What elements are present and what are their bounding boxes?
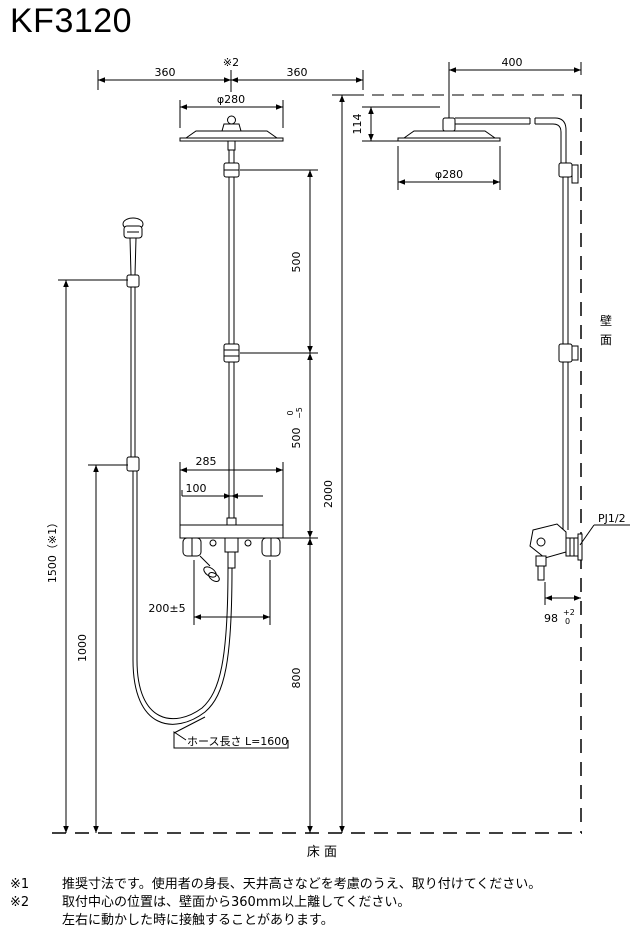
dim-98: 98	[544, 612, 558, 625]
technical-drawing: ※2 360 360 φ280 500 500 0 −5 285 100 200…	[46, 56, 630, 860]
pipe-thread: PJ1/2	[598, 512, 626, 525]
dim-200: 200±5	[148, 602, 185, 615]
note-2-text: 取付中心の位置は、壁面から360mm以上離してください。	[62, 895, 411, 910]
dim-800: 800	[290, 668, 303, 689]
hand-shower	[122, 217, 144, 288]
floor-label: 床 面	[307, 845, 337, 860]
tol-98-lower: 0	[565, 617, 570, 626]
dim-100: 100	[186, 482, 207, 495]
dim-left-360: 360	[155, 66, 176, 79]
mixer-side-view	[529, 523, 583, 581]
head-diameter-side: φ280	[435, 168, 463, 181]
riser-pipe	[223, 150, 240, 520]
note-3-text: 左右に動かした時に接触することがあります。	[62, 913, 334, 928]
note-1-mark: ※1	[10, 877, 30, 892]
side-view	[362, 62, 630, 833]
dim-1500: 1500（※1）	[46, 517, 59, 583]
front-view	[58, 70, 364, 833]
hose-length: ホース長さ L=1600	[187, 735, 288, 748]
dim-400: 400	[502, 56, 523, 69]
wall-label-1: 壁	[600, 313, 612, 328]
note-2-mark: ※2	[10, 895, 30, 910]
tol-98-upper: +2	[563, 608, 575, 617]
shower-hose	[132, 471, 233, 725]
dim-500-upper: 500	[290, 252, 303, 273]
head-diameter-front: φ280	[217, 93, 245, 106]
dim-114: 114	[351, 114, 364, 135]
dim-285: 285	[196, 455, 217, 468]
dim-1000: 1000	[76, 634, 89, 662]
note-1-text: 推奨寸法です。使用者の身長、天井高さなどを考慮のうえ、取り付けてください。	[62, 877, 542, 892]
overhead-shower-head	[179, 115, 284, 151]
tol-lower: −5	[295, 407, 304, 419]
tol-upper: 0	[286, 410, 295, 415]
note2-mark: ※2	[223, 56, 239, 69]
page-title: KF3120	[10, 2, 133, 40]
dim-2000: 2000	[322, 480, 335, 508]
dim-500-lower: 500	[290, 428, 303, 449]
dim-right-360: 360	[287, 66, 308, 79]
dimension-labels: ※2 360 360 φ280 500 500 0 −5 285 100 200…	[46, 56, 626, 860]
thermostatic-mixer	[179, 517, 284, 582]
wall-label-2: 面	[600, 333, 612, 347]
